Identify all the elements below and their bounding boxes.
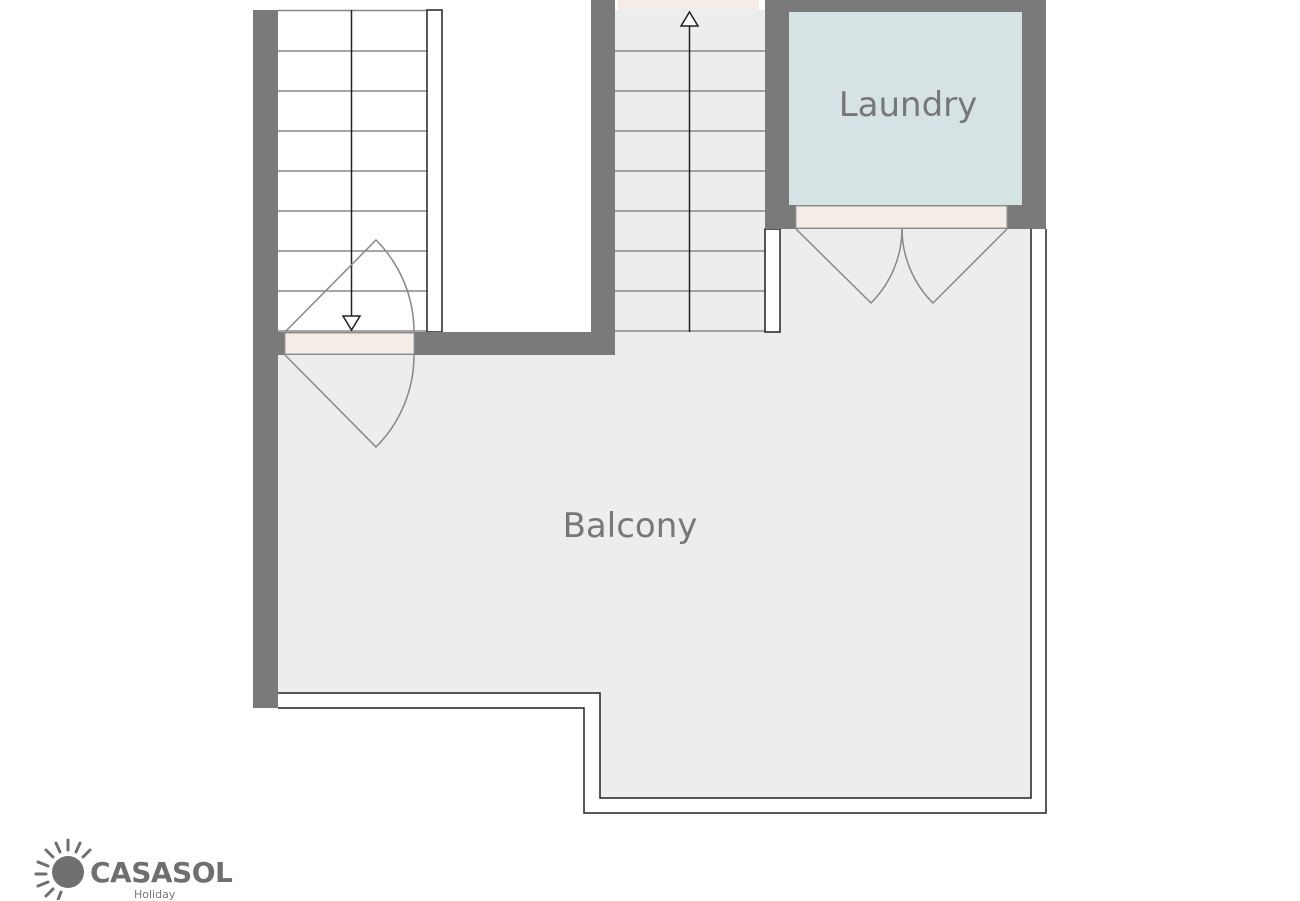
balcony-railing — [278, 229, 1047, 814]
stairs-up-center — [615, 0, 781, 333]
door-threshold-laundry — [795, 205, 1008, 229]
door-laundry — [795, 228, 1008, 305]
brand-name: CASASOL — [90, 856, 233, 889]
arrow-up-icon — [679, 10, 700, 27]
door-stairs-to-balcony — [284, 238, 415, 449]
brand-tagline: Holiday — [134, 888, 176, 901]
door-threshold-left — [284, 332, 415, 355]
arrow-down-icon — [341, 315, 362, 332]
sun-icon — [34, 838, 92, 900]
laundry-floor — [789, 12, 1022, 205]
brand-logo: CASASOL Holiday — [34, 838, 234, 901]
room-label-laundry: Laundry — [839, 85, 978, 125]
room-label-balcony: Balcony — [563, 506, 698, 546]
balcony-floor — [278, 229, 1031, 798]
stairs-down-left — [278, 9, 443, 333]
